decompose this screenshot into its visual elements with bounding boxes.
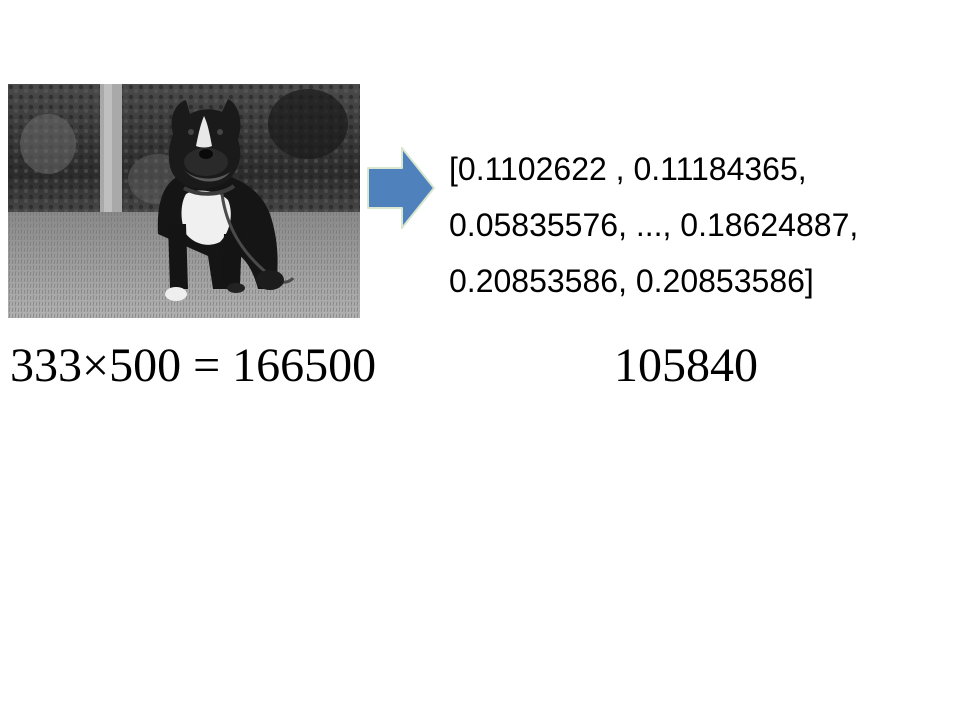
pixel-count-equation: 333×500 = 166500 [10, 339, 377, 392]
dog-photo [8, 84, 360, 318]
feature-vector-line: 0.05835576, ..., 0.18624887, [449, 207, 859, 243]
dog-figure [157, 99, 295, 301]
feature-vector: [0.1102622 , 0.11184365, 0.05835576, ...… [449, 141, 954, 309]
arrow-shape [366, 146, 436, 230]
right-arrow-icon [367, 147, 435, 229]
feature-count: 105840 [614, 339, 758, 392]
dog-image [8, 84, 360, 318]
feature-vector-line: 0.20853586, 0.20853586] [449, 263, 814, 299]
feature-vector-line: [0.1102622 , 0.11184365, [449, 151, 807, 187]
